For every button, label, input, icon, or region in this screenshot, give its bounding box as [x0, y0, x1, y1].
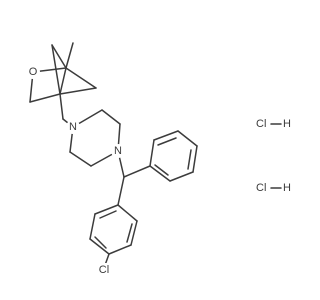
bicyclic-core	[29, 42, 97, 103]
chlorophenyl-bond	[117, 204, 138, 222]
bond-methyl	[65, 42, 74, 69]
phenyl-double-bond	[187, 149, 192, 170]
phenyl-bond	[153, 130, 179, 141]
phenyl-double-bond	[154, 164, 169, 176]
hcl-salt-1-h: H	[283, 118, 291, 130]
oxygen-label: O	[29, 66, 38, 78]
hcl-salt-1-cl: Cl	[256, 118, 266, 130]
phenyl-bond	[169, 171, 194, 182]
chlorophenyl-bond	[108, 244, 132, 255]
hcl-salt-2-cl: Cl	[256, 182, 266, 194]
bond-c1-c4	[59, 67, 67, 95]
nitrogen-atom-upper: N	[66, 120, 80, 134]
chlorophenyl-bond	[89, 238, 110, 255]
chlorophenyl-double-bond	[126, 223, 133, 243]
nitrogen-label-lower: N	[114, 145, 122, 157]
molecule-drawing: O N N Cl Cl H Cl H	[26, 42, 291, 277]
phenyl-bond	[149, 139, 155, 167]
benzhydryl-center	[117, 150, 151, 206]
chlorophenyl-double-bond	[94, 236, 107, 249]
chlorophenyl-bond	[89, 213, 96, 240]
bond-c2-c4	[59, 87, 97, 95]
hcl-salt-2-h: H	[283, 182, 291, 194]
chlorophenyl-double-bond	[99, 210, 117, 219]
nitrogen-label-upper: N	[69, 121, 77, 133]
oxygen-atom: O	[26, 65, 40, 79]
bond-cc-cd	[69, 151, 92, 167]
phenyl-bond	[149, 165, 171, 182]
chlorophenyl-bond	[94, 204, 119, 215]
piperazine-ring	[69, 109, 121, 167]
bond-ch2-c4	[29, 93, 61, 103]
chlorine-label: Cl	[99, 264, 109, 276]
bond-ca-cb	[101, 109, 121, 125]
chlorophenyl-ring	[89, 204, 138, 269]
chlorophenyl-bond	[130, 220, 138, 246]
phenyl-bond	[177, 130, 198, 147]
bond-ch-phenyl	[123, 165, 151, 178]
nitrogen-atom-lower: N	[111, 144, 125, 158]
hcl-salt-1: Cl H	[256, 118, 291, 130]
bond-c1-c3	[51, 44, 67, 69]
chlorine-atom: Cl	[94, 263, 114, 277]
bond-c1-c2	[65, 67, 97, 89]
bond-ch-aryl	[117, 176, 125, 206]
phenyl-bond	[192, 145, 198, 173]
phenyl-double-bond	[157, 137, 177, 146]
hcl-salt-2: Cl H	[256, 182, 291, 194]
bond-c4-ch2	[59, 93, 64, 120]
phenyl-ring	[149, 130, 198, 182]
